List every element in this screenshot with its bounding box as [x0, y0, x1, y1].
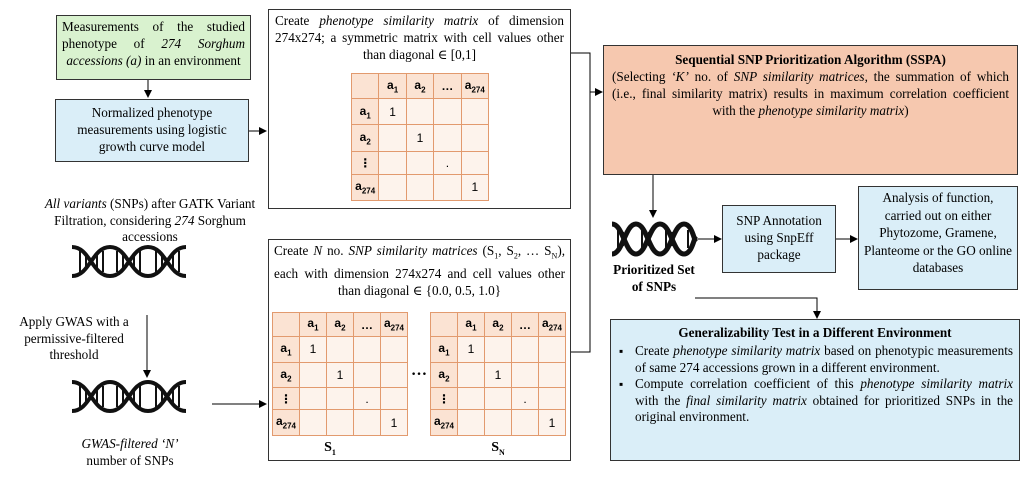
matrix-col-header: a2 [405, 73, 435, 99]
matrix-row-header: ⋮ [430, 387, 458, 411]
measurement-text: Measurements of the studied phenotype of [62, 19, 245, 51]
arrow-snpmatrices-to-sspa [571, 92, 591, 353]
matrix-corner [350, 73, 380, 99]
measurement-suffix: in an environment [141, 53, 241, 68]
matrix-diag-cell: 1 [460, 173, 490, 202]
snp-post: (S [477, 243, 495, 258]
matrix-caption-s1: S1 [324, 440, 336, 457]
matrix-col-header: … [511, 312, 539, 337]
matrix-col-header: a1 [299, 312, 327, 337]
matrix-col-header: a1 [378, 73, 407, 99]
matrix-col-header: a2 [326, 312, 354, 337]
snp-mid: no. [322, 243, 349, 258]
matrix-col-header: a274 [538, 312, 566, 337]
matrix-row-header: a2 [350, 124, 380, 152]
measurement-italic: 274 Sorghum accessions (a) [66, 36, 245, 68]
all-variants-text: All variants (SNPs) after GATK Variant F… [40, 196, 260, 246]
variants-italic: All variants [44, 196, 107, 211]
gwas-filtered-rest: number of SNPs [86, 452, 174, 468]
matrix-diag-cell: 1 [326, 361, 354, 389]
sspa-box: Sequential SNP Prioritization Algorithm … [603, 45, 1018, 175]
dna-helix-icon [611, 221, 699, 257]
snp-similarity-matrix-s1: a1 a2 … a274 a1 1 a2 1 ⋮ . a274 1 [272, 312, 408, 436]
gwas-apply-label: Apply GWAS with a permissive-filtered th… [4, 314, 144, 364]
matrix-row-header: ⋮ [350, 150, 380, 175]
matrix-col-header: … [433, 73, 462, 99]
matrix-col-header: a2 [484, 312, 512, 337]
generalizability-box: Generalizability Test in a Different Env… [610, 319, 1020, 461]
dna-helix-icon [71, 379, 187, 414]
generalizability-list: Create phenotype similarity matrix based… [617, 343, 1013, 426]
matrix-caption-sn: SN [491, 440, 505, 457]
arrow-phenomatrix-to-sspa [571, 52, 603, 96]
phenotype-similarity-matrix: a1 a2 … a274 a1 1 a2 1 ⋮ . a274 1 [350, 73, 490, 202]
dna-helix-icon [71, 244, 187, 279]
pm-post: of dimension 274x274; a symmetric matrix… [275, 13, 564, 62]
matrix-diag-cell: 1 [484, 361, 512, 389]
list-item: Create phenotype similarity matrix based… [617, 343, 1013, 376]
matrix-diag-cell: 1 [405, 124, 435, 152]
matrix-between-ellipsis: … [411, 362, 427, 379]
matrix-diag-cell: 1 [538, 409, 566, 436]
matrix-diag-cell: . [353, 387, 381, 411]
snp-italic: SNP similarity matrices [348, 243, 478, 258]
variants-italic2: 274 [174, 212, 195, 228]
snp-similarity-matrix-sn: a1 a2 … a274 a1 1 a2 1 ⋮ . a274 1 [430, 312, 566, 436]
gwas-apply-text: Apply GWAS with a permissive-filtered th… [19, 314, 129, 362]
matrix-diag-cell: 1 [378, 97, 407, 126]
matrix-diag-cell: . [511, 387, 539, 411]
matrix-row-header: a274 [350, 173, 380, 202]
matrix-col-header: a1 [457, 312, 485, 337]
matrix-diag-cell: . [433, 150, 462, 175]
variants-mid: (SNPs) after GATK Variant Filtration, co… [54, 196, 256, 228]
arrow-prioritized-to-generalizability [695, 297, 821, 319]
gwas-filtered-italic: GWAS-filtered ‘N’ [81, 436, 179, 451]
function-analysis-box: Analysis of function, carried out on eit… [858, 186, 1018, 290]
matrix-col-header: a274 [380, 312, 408, 337]
matrix-diag-cell: 1 [457, 336, 485, 363]
normalized-phenotype-box: Normalized phenotype measurements using … [55, 99, 249, 162]
matrix-row-header: a1 [430, 336, 458, 363]
list-item: Compute correlation coefficient of this … [617, 376, 1013, 426]
sspa-description: (Selecting ‘K’ no. of SNP similarity mat… [612, 69, 1010, 118]
pm-pre: Create [275, 13, 320, 28]
generalizability-title: Generalizability Test in a Different Env… [678, 325, 952, 340]
matrix-row-header: a274 [272, 409, 300, 436]
matrix-col-header: … [353, 312, 381, 337]
phenotype-matrix-caption: Create phenotype similarity matrix of di… [269, 10, 570, 63]
matrix-row-header: ⋮ [272, 387, 300, 411]
prioritized-snps-label: Prioritized Set of SNPs [613, 262, 695, 294]
matrix-diag-cell: 1 [380, 409, 408, 436]
snp-annotation-box: SNP Annotation using SnpEff package [722, 205, 836, 273]
normalized-text: Normalized phenotype measurements using … [77, 105, 227, 154]
phenotype-measurement-box: Measurements of the studied phenotype of… [56, 15, 251, 80]
matrix-row-header: a2 [272, 361, 300, 389]
pm-italic: phenotype similarity matrix [319, 13, 479, 28]
matrix-row-header: a1 [272, 336, 300, 363]
snp-matrices-caption: Create N no. SNP similarity matrices (S1… [274, 243, 566, 298]
gwas-filtered-label: GWAS-filtered ‘N’ number of SNPs [60, 436, 200, 469]
snp-n: N [313, 243, 323, 258]
matrix-row-header: a274 [430, 409, 458, 436]
matrix-diag-cell: 1 [299, 336, 327, 363]
variants-end: Sorghum accessions [122, 212, 246, 245]
matrix-row-header: a1 [350, 97, 380, 126]
sspa-title: Sequential SNP Prioritization Algorithm … [675, 52, 946, 67]
snp-pre: Create [274, 243, 314, 258]
matrix-col-header: a274 [460, 73, 490, 99]
matrix-row-header: a2 [430, 361, 458, 389]
